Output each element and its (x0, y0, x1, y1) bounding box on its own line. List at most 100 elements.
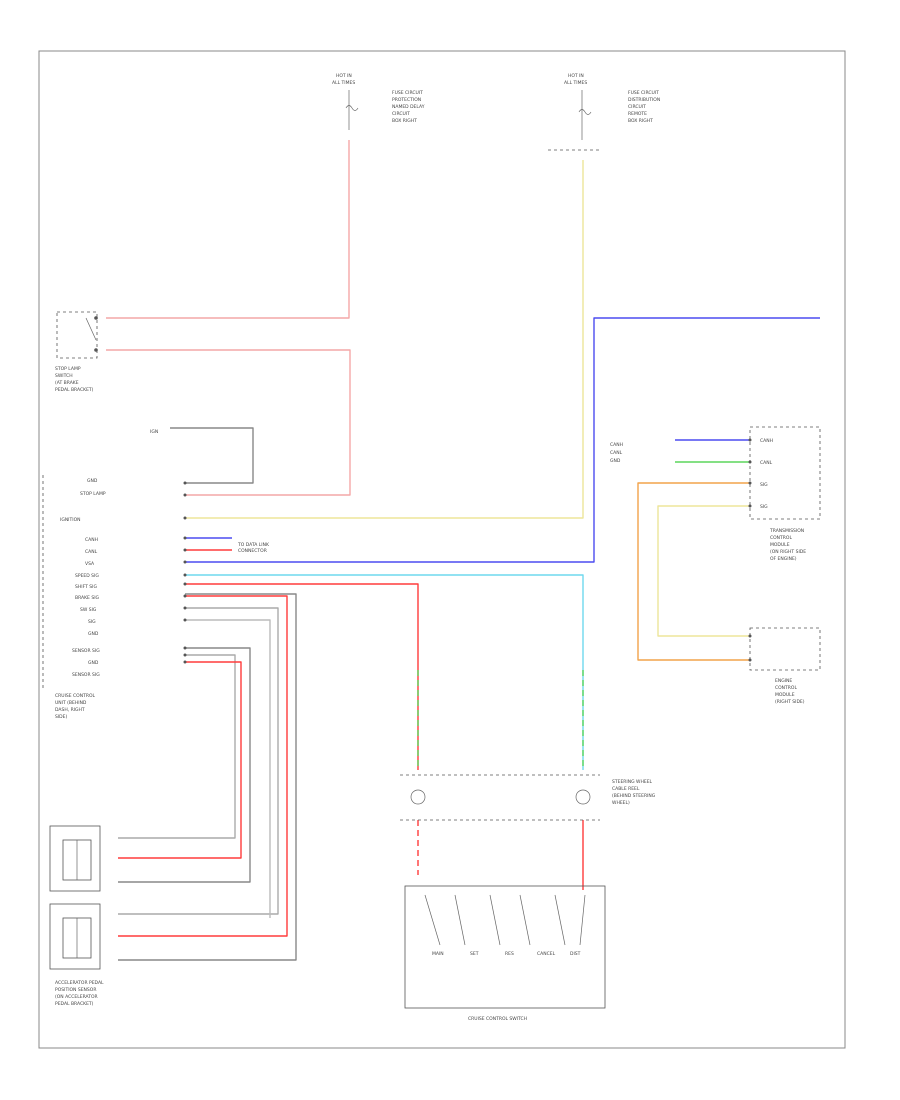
svg-text:TRANSMISSION: TRANSMISSION (769, 528, 804, 534)
svg-text:ACCELERATOR PEDAL: ACCELERATOR PEDAL (55, 980, 104, 986)
svg-text:DISTRIBUTION: DISTRIBUTION (628, 97, 660, 103)
wire-gray-sensor-b-sig2 (185, 619, 271, 918)
hot-feed-right: HOT IN ALL TIMES (564, 73, 587, 86)
ecu-pin-label: SW SIG (80, 607, 97, 613)
svg-text:FUSE CIRCUIT: FUSE CIRCUIT (628, 90, 659, 96)
svg-text:(AT BRAKE: (AT BRAKE (55, 380, 79, 386)
svg-text:MODULE: MODULE (775, 692, 795, 698)
wire-gray-sensor-b-sig (118, 607, 279, 915)
wire-red-to-cable-reel (185, 583, 419, 770)
ecu-pin-label: STOP LAMP (80, 491, 106, 497)
svg-text:FUSE CIRCUIT: FUSE CIRCUIT (392, 90, 423, 96)
wire-red-fuse-to-stop-lamp (106, 140, 350, 319)
stop-lamp-switch: STOP LAMP SWITCH (AT BRAKE PEDAL BRACKET… (55, 311, 98, 393)
svg-text:REMOTE: REMOTE (628, 111, 647, 117)
connector-dots (183, 438, 752, 664)
svg-text:CANH: CANH (610, 442, 623, 448)
svg-text:STEERING WHEEL: STEERING WHEEL (612, 779, 653, 785)
svg-text:CIRCUIT: CIRCUIT (628, 104, 646, 110)
svg-text:WHEEL): WHEEL) (612, 800, 630, 806)
wire-yellow-tcm (657, 505, 750, 637)
svg-text:PEDAL BRACKET): PEDAL BRACKET) (55, 387, 94, 393)
ecu-connector-note: TO DATA LINK (237, 542, 270, 548)
svg-text:MODULE: MODULE (770, 542, 790, 548)
svg-text:PROTECTION: PROTECTION (392, 97, 421, 103)
switch-label: DIST (570, 951, 581, 957)
svg-text:DASH, RIGHT: DASH, RIGHT (55, 707, 85, 713)
ecu-pin-label: BRAKE SIG (75, 595, 100, 601)
svg-text:CONTROL: CONTROL (770, 535, 792, 541)
wire-red-sensor-a (118, 661, 242, 859)
wire-blue-to-tcm (185, 317, 820, 563)
hot-feed-left: HOT IN ALL TIMES (332, 73, 355, 86)
ecu-pin-label: SIG (88, 619, 96, 625)
svg-text:ALL TIMES: ALL TIMES (564, 80, 587, 86)
sensor-a (49, 825, 101, 892)
svg-text:CANH: CANH (760, 438, 773, 444)
sensor-b (49, 903, 101, 970)
svg-text:SIG: SIG (760, 482, 768, 488)
svg-text:CIRCUIT: CIRCUIT (392, 111, 410, 117)
ecu-pin-label: GND (88, 631, 99, 637)
wire-red-sensor-b (118, 595, 288, 937)
switch-label: SET (470, 951, 479, 957)
wire-light-blue-to-clockspring (185, 574, 584, 770)
ecu-pin-label: SPEED SIG (75, 573, 99, 579)
svg-text:SIG: SIG (760, 504, 768, 510)
svg-text:STOP LAMP: STOP LAMP (55, 366, 81, 372)
diagram-frame (38, 50, 846, 1049)
ecu-pin-label: CANL (85, 549, 98, 555)
svg-text:ENGINE: ENGINE (775, 678, 792, 684)
fuse-right-icon (548, 90, 600, 151)
engine-control-module: ENGINE CONTROL MODULE (RIGHT SIDE) (749, 627, 821, 705)
svg-text:BOX RIGHT: BOX RIGHT (628, 118, 653, 124)
wire-gray-sensor-a-gnd (118, 647, 251, 883)
sensor-group-name: ACCELERATOR PEDAL POSITION SENSOR (ON AC… (55, 980, 104, 1007)
wire-orange-tcm (637, 482, 750, 661)
svg-text:UNIT (BEHIND: UNIT (BEHIND (55, 700, 87, 706)
switch-label: RES (505, 951, 514, 957)
svg-text:GND: GND (610, 458, 621, 464)
fuse-left-description: FUSE CIRCUIT PROTECTION NAMED DELAY CIRC… (392, 90, 425, 124)
svg-text:(ON ACCELERATOR: (ON ACCELERATOR (55, 994, 98, 1000)
ecu-pin-label: IGN (150, 429, 158, 435)
svg-text:OF ENGINE): OF ENGINE) (770, 556, 797, 562)
svg-text:POSITION SENSOR: POSITION SENSOR (55, 987, 96, 993)
svg-text:ALL TIMES: ALL TIMES (332, 80, 355, 86)
svg-text:PEDAL BRACKET): PEDAL BRACKET) (55, 1001, 94, 1007)
svg-text:NAMED DELAY: NAMED DELAY (392, 104, 425, 110)
ecu-pin-label: CANH (85, 537, 98, 543)
ecu-pin-label: GND (87, 478, 98, 484)
switch-label: MAIN (432, 951, 444, 957)
fuse-right-description: FUSE CIRCUIT DISTRIBUTION CIRCUIT REMOTE… (628, 90, 660, 124)
svg-text:SWITCH: SWITCH (55, 373, 73, 379)
switch-label: CANCEL (537, 951, 556, 957)
ecu-sub-pin-label: SENSOR SIG (72, 672, 100, 678)
fuse-left-icon (345, 90, 359, 130)
cruise-control-unit: IGN GND STOP LAMP IGNITION CANH CANL VSA… (42, 429, 270, 720)
ecu-pin-label: IGNITION (60, 517, 81, 523)
ecu-sub-pin-label: GND (88, 660, 99, 666)
transmission-control-module: CANH CANL GND CANH CANL SIG SIG TRANSMIS… (610, 426, 821, 562)
ecu-pin-label: VSA (85, 561, 95, 567)
wire-gray-sensor-a-sig (118, 654, 236, 839)
svg-text:CRUISE CONTROL: CRUISE CONTROL (55, 693, 95, 699)
svg-text:CANL: CANL (610, 450, 623, 456)
svg-text:SIDE): SIDE) (55, 714, 67, 720)
svg-text:HOT IN: HOT IN (336, 73, 352, 79)
svg-text:BOX RIGHT: BOX RIGHT (392, 118, 417, 124)
svg-text:HOT IN: HOT IN (568, 73, 584, 79)
ecu-pin-label: SHIFT SIG (75, 584, 97, 590)
wire-pink-stop-lamp-to-ecu (106, 349, 351, 496)
svg-text:CABLE REEL: CABLE REEL (612, 786, 640, 792)
svg-text:(ON RIGHT SIDE: (ON RIGHT SIDE (770, 549, 806, 555)
svg-text:CONTROL: CONTROL (775, 685, 797, 691)
ecu-sub-pin-label: SENSOR SIG (72, 648, 100, 654)
wires (106, 140, 820, 961)
wire-yellow-ign (185, 160, 584, 519)
svg-text:CANL: CANL (760, 460, 773, 466)
ecu-connector-note: CONNECTOR (238, 548, 267, 554)
cable-reel: STEERING WHEEL CABLE REEL (BEHIND STEERI… (400, 774, 656, 821)
svg-text:(BEHIND STEERING: (BEHIND STEERING (612, 793, 656, 799)
